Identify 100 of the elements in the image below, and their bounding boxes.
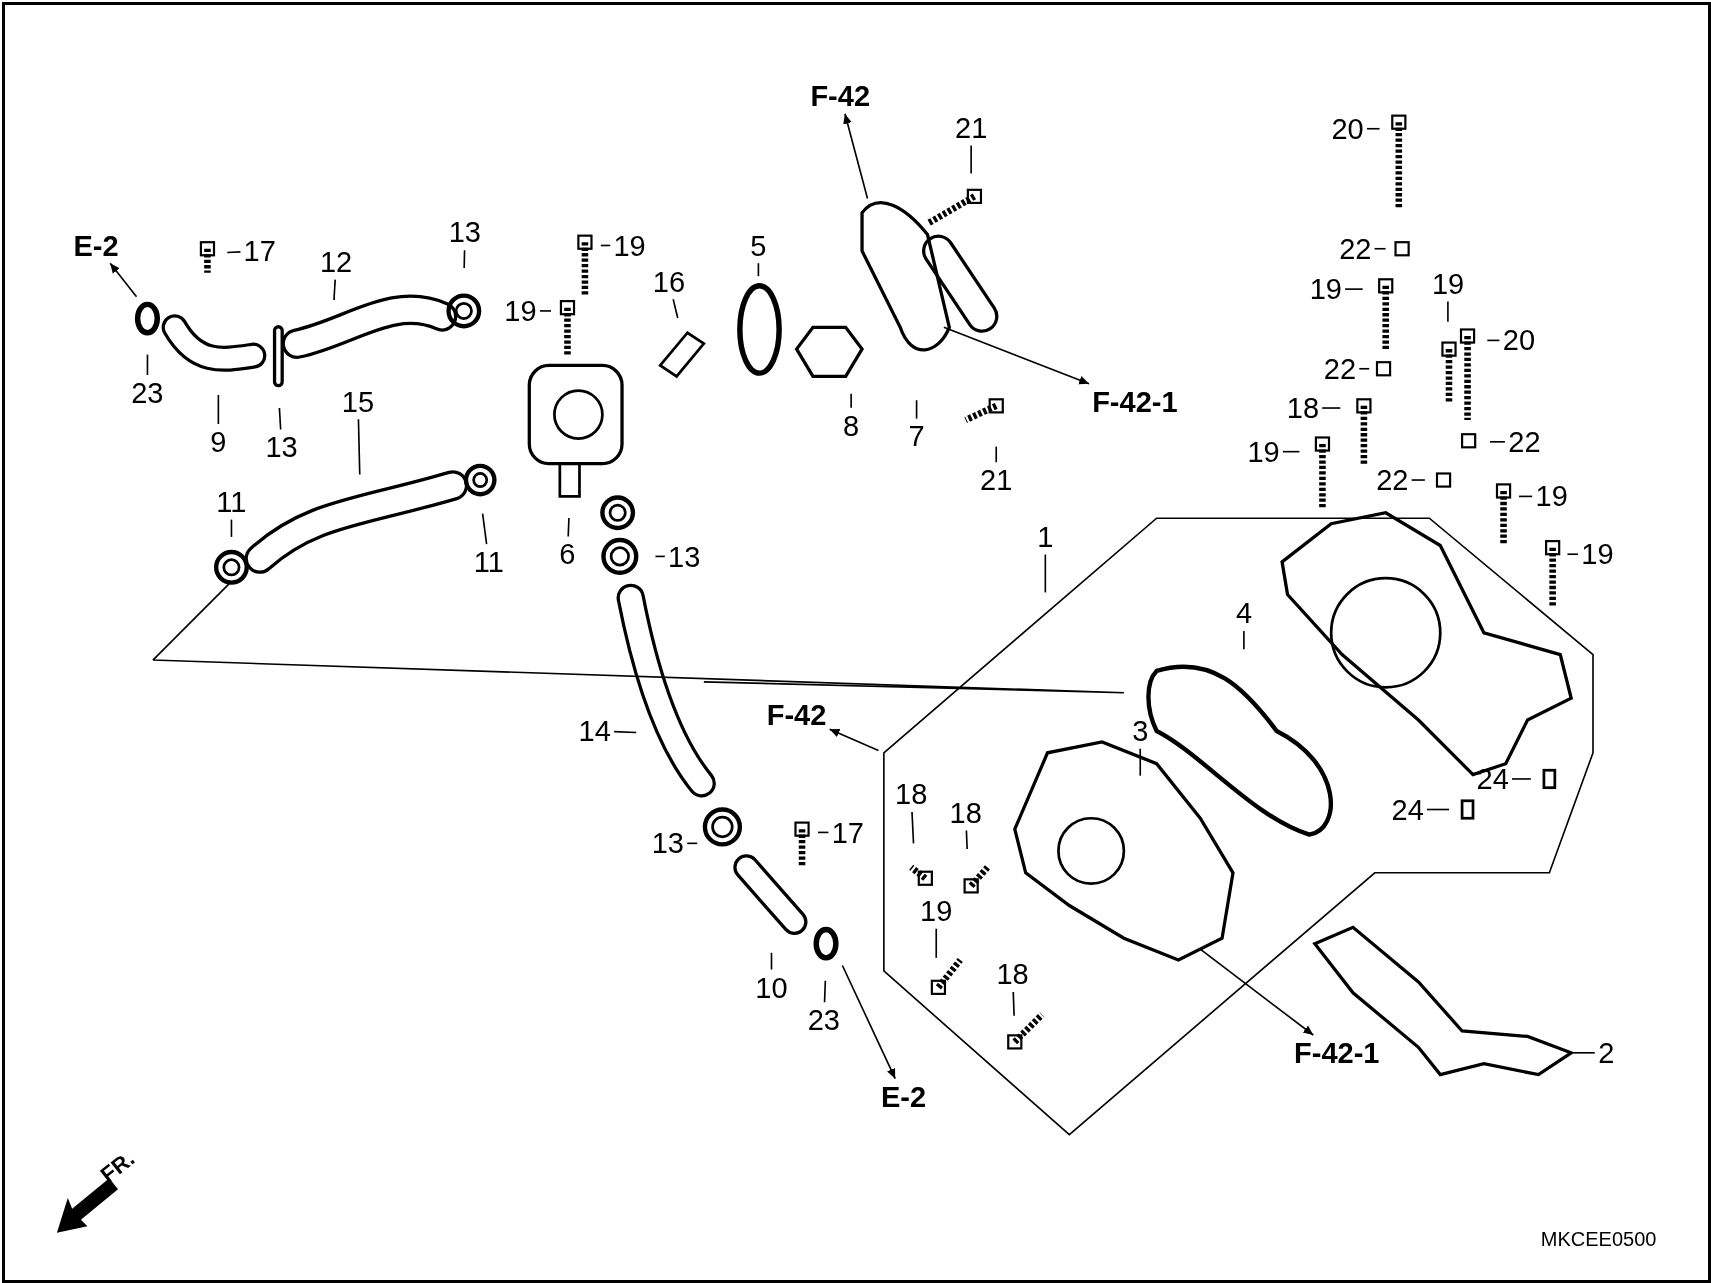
callout-number: 23 bbox=[807, 1005, 840, 1035]
callout-number: 13 bbox=[668, 542, 701, 571]
callout-number: 8 bbox=[843, 411, 860, 441]
reference-label: F-42-1 bbox=[1294, 1038, 1380, 1068]
leader-line bbox=[1044, 553, 1047, 594]
callout-number: 21 bbox=[980, 465, 1013, 495]
leader-line bbox=[850, 392, 852, 409]
callout-number: 13 bbox=[651, 829, 684, 858]
leader-line bbox=[146, 353, 149, 376]
callout-number: 2 bbox=[1598, 1038, 1615, 1068]
direction-label: FR. bbox=[96, 1146, 141, 1189]
leader-line bbox=[1344, 288, 1364, 290]
reference-label: F-42 bbox=[766, 700, 827, 730]
leader-line bbox=[1410, 479, 1426, 481]
callout-number: 10 bbox=[755, 973, 788, 1003]
callout-number: 19 bbox=[504, 296, 537, 326]
leader-line bbox=[1373, 247, 1387, 250]
leader-line bbox=[481, 512, 488, 545]
leader-line bbox=[995, 445, 998, 464]
leader-line bbox=[1139, 747, 1142, 777]
callout-number: 18 bbox=[996, 959, 1029, 989]
leader-line bbox=[1511, 778, 1532, 780]
leader-line bbox=[1518, 495, 1533, 498]
leader-line bbox=[1282, 450, 1301, 453]
callout-number: 11 bbox=[473, 547, 504, 577]
callout-number: 19 bbox=[1431, 269, 1465, 299]
callout-number: 18 bbox=[949, 798, 982, 828]
callout-number: 21 bbox=[955, 113, 988, 143]
leader-line bbox=[672, 298, 679, 319]
leader-line bbox=[935, 927, 938, 959]
leader-line bbox=[915, 399, 918, 420]
callout-number: 19 bbox=[920, 896, 953, 926]
leader-line bbox=[1366, 127, 1381, 130]
reference-arrow bbox=[109, 262, 138, 298]
callout-number: 18 bbox=[1286, 393, 1319, 423]
leader-line bbox=[911, 811, 915, 845]
callout-number: 6 bbox=[559, 539, 576, 569]
leader-line bbox=[970, 144, 972, 175]
leader-line bbox=[613, 730, 638, 734]
callout-number: 5 bbox=[750, 231, 767, 260]
leader-line bbox=[654, 555, 666, 558]
callout-number: 20 bbox=[1502, 325, 1536, 355]
callout-number: 19 bbox=[1535, 482, 1568, 511]
leader-line bbox=[1426, 808, 1450, 811]
reference-label: F-42 bbox=[810, 81, 871, 111]
reference-label: E-2 bbox=[880, 1082, 927, 1112]
callout-number: 15 bbox=[341, 387, 375, 417]
leader-line bbox=[1321, 407, 1342, 409]
callout-number: 19 bbox=[1309, 274, 1342, 304]
callout-number: 22 bbox=[1508, 427, 1541, 457]
callout-number: 1 bbox=[1037, 522, 1054, 552]
callout-number: 20 bbox=[1331, 114, 1364, 144]
reference-arrow bbox=[943, 326, 1090, 385]
leader-line bbox=[1243, 630, 1245, 651]
leader-line bbox=[1486, 339, 1501, 342]
leader-line bbox=[1489, 441, 1506, 443]
leader-line bbox=[539, 310, 552, 312]
callout-number: 7 bbox=[908, 421, 925, 451]
leader-line bbox=[817, 831, 830, 834]
leader-line bbox=[357, 418, 361, 476]
callout-number: 12 bbox=[319, 247, 353, 277]
callout-number: 14 bbox=[578, 716, 611, 746]
callout-number: 24 bbox=[1391, 795, 1424, 825]
callout-number: 22 bbox=[1376, 465, 1409, 495]
diagram-code: MKCEE0500 bbox=[1540, 1228, 1657, 1249]
callout-number: 17 bbox=[243, 236, 276, 266]
reference-arrow bbox=[828, 728, 880, 752]
callout-number: 19 bbox=[613, 231, 646, 260]
leader-line bbox=[567, 517, 570, 538]
callout-number: 17 bbox=[831, 818, 864, 848]
reference-label: F-42-1 bbox=[1092, 387, 1178, 417]
callout-number: 22 bbox=[1339, 234, 1372, 264]
leader-line bbox=[686, 842, 698, 845]
callout-number: 13 bbox=[265, 432, 298, 462]
callout-number: 16 bbox=[652, 267, 685, 296]
callout-number: 4 bbox=[1235, 598, 1252, 628]
reference-arrow bbox=[1199, 948, 1315, 1036]
leader-line bbox=[1447, 300, 1449, 323]
callout-number: 9 bbox=[210, 427, 227, 457]
callout-number: 13 bbox=[448, 217, 481, 247]
leader-line bbox=[965, 829, 968, 850]
leader-line bbox=[1572, 1052, 1596, 1054]
leader-line bbox=[226, 251, 242, 254]
leader-line bbox=[1358, 367, 1371, 370]
leader-line bbox=[757, 262, 760, 277]
callout-number: 23 bbox=[131, 378, 164, 408]
leader-line bbox=[1012, 991, 1015, 1017]
leader-line bbox=[230, 518, 233, 538]
leader-line bbox=[463, 249, 466, 269]
callout-number: 19 bbox=[1581, 539, 1614, 569]
leader-line bbox=[1566, 553, 1579, 556]
reference-arrow bbox=[841, 964, 897, 1080]
leader-line bbox=[770, 952, 773, 971]
leader-line bbox=[600, 244, 612, 247]
leader-line bbox=[217, 394, 220, 425]
callout-number: 11 bbox=[216, 487, 247, 517]
callout-number: 22 bbox=[1323, 354, 1357, 384]
leader-line bbox=[333, 278, 336, 301]
callout-number: 19 bbox=[1247, 437, 1280, 467]
callout-number: 3 bbox=[1132, 716, 1149, 746]
